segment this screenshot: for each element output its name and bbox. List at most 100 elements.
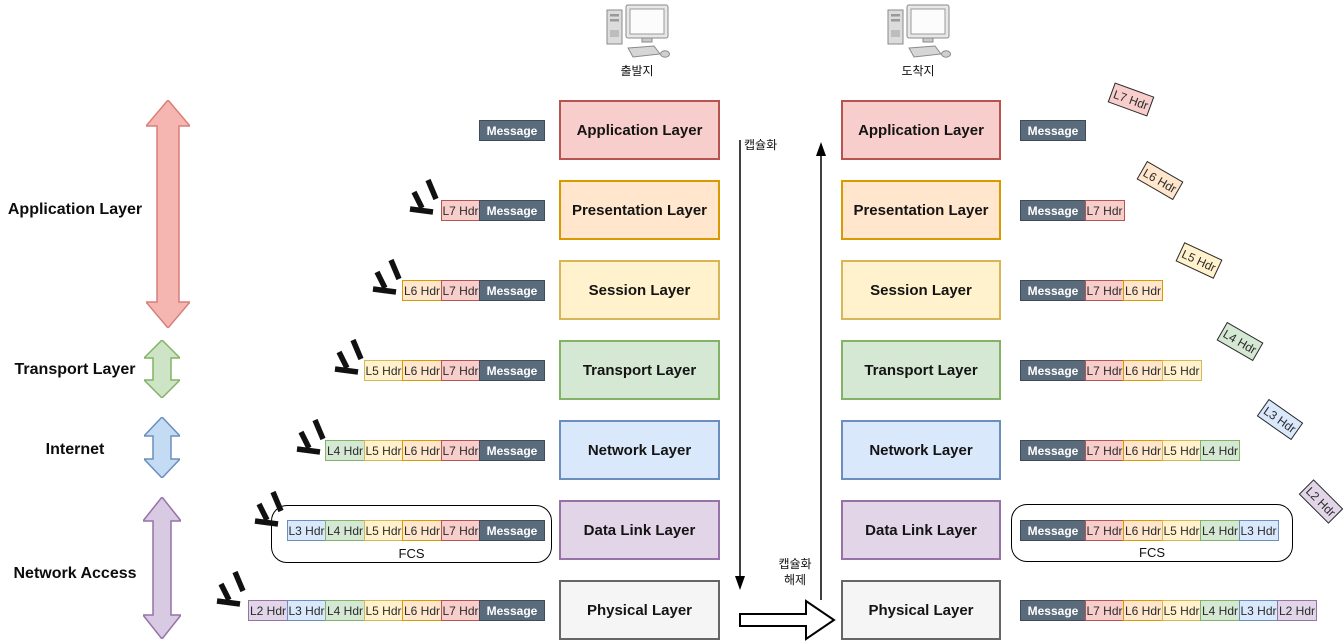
- l4-header-cell: L4 Hdr: [325, 520, 365, 541]
- l3-header-cell: L3 Hdr: [1238, 520, 1279, 541]
- emphasis-burst-l6: [372, 258, 402, 295]
- l5-header-cell: L5 Hdr: [363, 360, 404, 381]
- l4-header-cell: L4 Hdr: [325, 440, 365, 461]
- source-computer-icon: [606, 4, 670, 58]
- message-cell: Message: [479, 360, 545, 381]
- l2-header-removed-tag: L2 Hdr: [1298, 479, 1343, 524]
- l5-header-cell: L5 Hdr: [363, 600, 404, 621]
- application-layer-range-arrow: [146, 100, 190, 328]
- l5-header-cell: L5 Hdr: [1161, 360, 1202, 381]
- osi-right-presentation-layer: Presentation Layer: [841, 180, 1001, 240]
- source-computer-label: 출발지: [620, 64, 654, 78]
- l6-header-cell: L6 Hdr: [402, 600, 442, 621]
- l7-header-cell: L7 Hdr: [440, 600, 481, 621]
- message-cell: Message: [479, 520, 545, 541]
- l6-header-cell: L6 Hdr: [1123, 280, 1163, 301]
- l5-header-removed-tag: L5 Hdr: [1175, 242, 1223, 279]
- decapsulation-label-line2: 해제: [783, 573, 807, 587]
- l5-header-cell: L5 Hdr: [363, 520, 404, 541]
- physical-transmission-arrow: [739, 599, 836, 641]
- l6-header-cell: L6 Hdr: [402, 360, 442, 381]
- emphasis-burst-l7: [409, 178, 439, 215]
- osi-left-application-layer: Application Layer: [559, 100, 720, 160]
- pdu-row-right-application: Message: [1020, 120, 1086, 141]
- fcs-frame-right: FCS: [1011, 504, 1293, 562]
- l7-header-cell: L7 Hdr: [1084, 520, 1125, 541]
- l7-header-cell: L7 Hdr: [1084, 440, 1125, 461]
- message-cell: Message: [1020, 600, 1086, 621]
- emphasis-burst-l3: [254, 490, 284, 527]
- message-cell: Message: [1020, 120, 1086, 141]
- message-cell: Message: [479, 120, 545, 141]
- osi-right-session-layer: Session Layer: [841, 260, 1001, 320]
- osi-left-session-layer: Session Layer: [559, 260, 720, 320]
- l4-header-cell: L4 Hdr: [1200, 440, 1240, 461]
- destination-computer-icon: [887, 4, 951, 58]
- message-cell: Message: [1020, 440, 1086, 461]
- l7-header-cell: L7 Hdr: [1084, 600, 1125, 621]
- message-cell: Message: [479, 200, 545, 221]
- message-cell: Message: [479, 440, 545, 461]
- l7-header-cell: L7 Hdr: [440, 440, 481, 461]
- osi-left-network-layer: Network Layer: [559, 420, 720, 480]
- l5-header-cell: L5 Hdr: [1161, 600, 1202, 621]
- l7-header-cell: L7 Hdr: [440, 200, 481, 221]
- decapsulation-label-line1: 캡슐화: [778, 557, 812, 571]
- l7-header-cell: L7 Hdr: [1084, 360, 1125, 381]
- l6-header-cell: L6 Hdr: [402, 280, 442, 301]
- internet-layer-range-arrow: [144, 417, 180, 478]
- encapsulation-label: 캡슐화: [744, 138, 778, 152]
- l7-header-cell: L7 Hdr: [440, 360, 481, 381]
- fcs-frame-left: FCS: [271, 505, 552, 563]
- l6-header-cell: L6 Hdr: [402, 440, 442, 461]
- tcpip-label-internet: Internet: [45, 441, 105, 458]
- l3-header-removed-tag: L3 Hdr: [1256, 398, 1304, 441]
- message-cell: Message: [1020, 520, 1086, 541]
- message-cell: Message: [1020, 280, 1086, 301]
- tcpip-label-application: Application Layer: [7, 201, 143, 218]
- message-cell: Message: [479, 280, 545, 301]
- l4-header-cell: L4 Hdr: [325, 600, 365, 621]
- osi-left-data-link-layer: Data Link Layer: [559, 500, 720, 560]
- l7-header-removed-tag: L7 Hdr: [1107, 82, 1155, 117]
- message-cell: Message: [1020, 200, 1086, 221]
- l4-header-cell: L4 Hdr: [1200, 600, 1240, 621]
- l6-header-cell: L6 Hdr: [402, 520, 442, 541]
- destination-computer-label: 도착지: [901, 64, 935, 78]
- l7-header-cell: L7 Hdr: [1084, 280, 1125, 301]
- tcpip-label-transport: Transport Layer: [14, 361, 136, 378]
- l6-header-cell: L6 Hdr: [1123, 600, 1163, 621]
- l5-header-cell: L5 Hdr: [1161, 520, 1202, 541]
- emphasis-burst-l4: [296, 418, 326, 455]
- l2-header-cell: L2 Hdr: [1277, 600, 1317, 621]
- osi-right-network-layer: Network Layer: [841, 420, 1001, 480]
- l7-header-cell: L7 Hdr: [1084, 200, 1125, 221]
- encapsulation-decapsulation-arrows: [735, 140, 826, 600]
- osi-left-presentation-layer: Presentation Layer: [559, 180, 720, 240]
- message-cell: Message: [1020, 360, 1086, 381]
- l6-header-removed-tag: L6 Hdr: [1136, 160, 1184, 201]
- message-cell: Message: [479, 600, 545, 621]
- l7-header-cell: L7 Hdr: [440, 520, 481, 541]
- l3-header-cell: L3 Hdr: [286, 520, 327, 541]
- l3-header-cell: L3 Hdr: [286, 600, 327, 621]
- network-access-range-arrow: [143, 497, 181, 639]
- l6-header-cell: L6 Hdr: [1123, 520, 1163, 541]
- transport-layer-range-arrow: [144, 340, 180, 398]
- l4-header-removed-tag: L4 Hdr: [1216, 321, 1264, 362]
- osi-right-application-layer: Application Layer: [841, 100, 1001, 160]
- emphasis-burst-l2: [216, 570, 246, 607]
- decapsulation-label: 캡슐화 해제: [772, 556, 818, 588]
- l3-header-cell: L3 Hdr: [1238, 600, 1279, 621]
- l4-header-cell: L4 Hdr: [1200, 520, 1240, 541]
